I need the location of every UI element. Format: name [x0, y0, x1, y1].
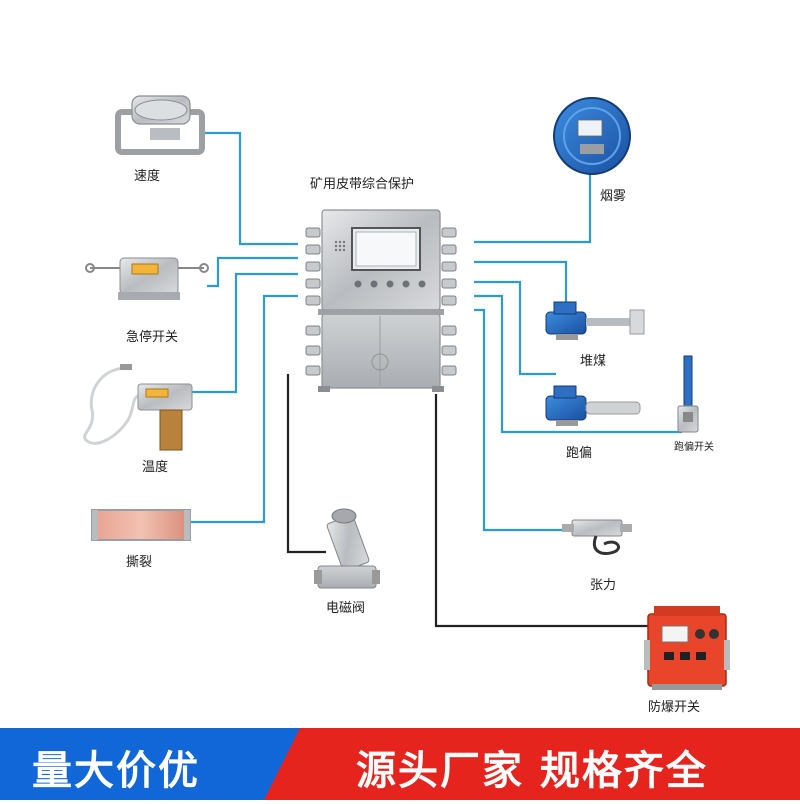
- tear-label: 撕裂: [126, 555, 153, 570]
- line-deviation: [474, 280, 556, 376]
- coal-pile-sensor-icon: [545, 301, 645, 340]
- deviation-sensor-icon: [545, 385, 641, 426]
- line-solenoid-valve: [286, 374, 326, 554]
- solenoid-valve-icon: [314, 508, 380, 589]
- explosion-proof-switch-icon: [644, 606, 730, 690]
- connector-lines: [190, 131, 682, 532]
- line-deviation-switch: [474, 294, 682, 434]
- controller-buttons: [354, 280, 426, 288]
- temperature-label: 温度: [142, 460, 169, 475]
- emergency-stop-icon: [85, 257, 209, 300]
- smoke-sensor-icon: [553, 97, 631, 175]
- controller-label: 矿用皮带综合保护: [310, 177, 415, 192]
- line-speed: [205, 131, 298, 246]
- explosion-proof-switch-label: 防爆开关: [648, 700, 701, 715]
- smoke-label: 烟雾: [600, 189, 627, 204]
- tension-label: 张力: [590, 578, 617, 593]
- tear-sensor-icon: [91, 509, 191, 541]
- solenoid-valve-label: 电磁阀: [326, 601, 366, 616]
- line-tear: [190, 294, 298, 524]
- banner-red-panel: [262, 728, 800, 800]
- banner-left-text: 量大价优: [32, 748, 200, 794]
- connector-lines-black: [286, 374, 648, 628]
- banner-blue-panel: [0, 728, 300, 800]
- speed-label: 速度: [134, 169, 161, 184]
- promo-banner: 量大价优 源头厂家 规格齐全: [0, 728, 800, 800]
- speed-sensor-icon: [115, 95, 205, 155]
- banner-right-text: 源头厂家 规格齐全: [356, 748, 708, 794]
- line-tension: [474, 308, 572, 532]
- emergency-stop-label: 急停开关: [126, 330, 179, 345]
- coal-pile-label: 堆煤: [580, 354, 607, 369]
- deviation-switch-label: 跑偏开关: [674, 442, 714, 453]
- controller-cabinet: [305, 209, 457, 392]
- tension-sensor-icon: [562, 519, 632, 555]
- line-explosion-switch: [434, 394, 648, 628]
- line-coal-pile: [474, 260, 568, 316]
- deviation-label: 跑偏: [566, 446, 593, 461]
- speaker-grill-icon: [334, 240, 346, 252]
- temperature-sensor-icon: [83, 364, 193, 451]
- line-emergency-stop: [207, 256, 298, 288]
- line-temperature: [192, 272, 298, 394]
- brand-mark-icon: [371, 353, 389, 371]
- deviation-switch-icon: [677, 355, 699, 433]
